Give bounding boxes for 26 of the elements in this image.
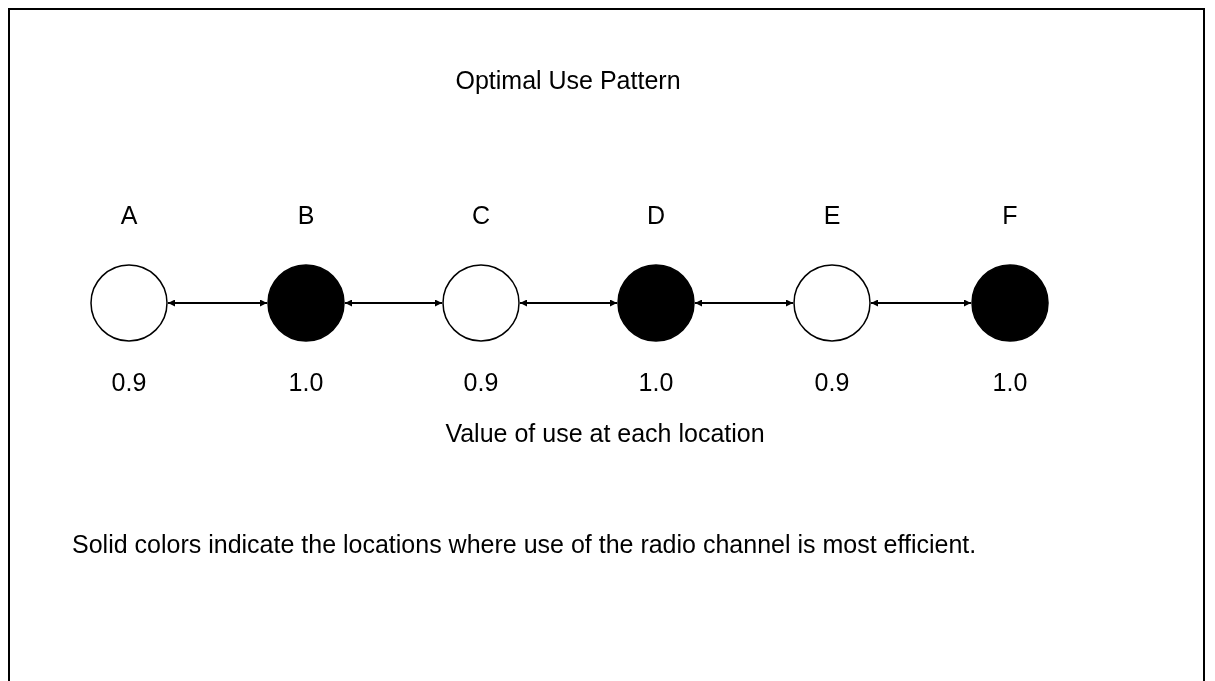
double-arrow [344, 299, 443, 307]
value-label: 0.9 [110, 367, 148, 397]
double-arrow [694, 299, 794, 307]
value-label: 1.0 [637, 367, 675, 397]
location-circle [793, 264, 871, 342]
double-arrow [519, 299, 618, 307]
location-letter: E [822, 200, 842, 230]
double-arrow [870, 299, 972, 307]
axis-note: Value of use at each location [445, 419, 765, 448]
location-circle [617, 264, 695, 342]
value-label: 0.9 [462, 367, 500, 397]
double-arrow [167, 299, 268, 307]
location-letter: F [1001, 200, 1019, 230]
location-circle [442, 264, 520, 342]
title: Optimal Use Pattern [455, 66, 681, 95]
value-label: 1.0 [991, 367, 1029, 397]
location-circle [267, 264, 345, 342]
value-label: 1.0 [287, 367, 325, 397]
value-label: 0.9 [813, 367, 851, 397]
location-circle [971, 264, 1049, 342]
location-letter: C [470, 200, 492, 230]
location-circle [90, 264, 168, 342]
caption: Solid colors indicate the locations where use of the radio channel is most efficient. [72, 529, 978, 560]
location-letter: A [119, 200, 139, 230]
location-letter: B [296, 200, 316, 230]
location-letter: D [645, 200, 667, 230]
